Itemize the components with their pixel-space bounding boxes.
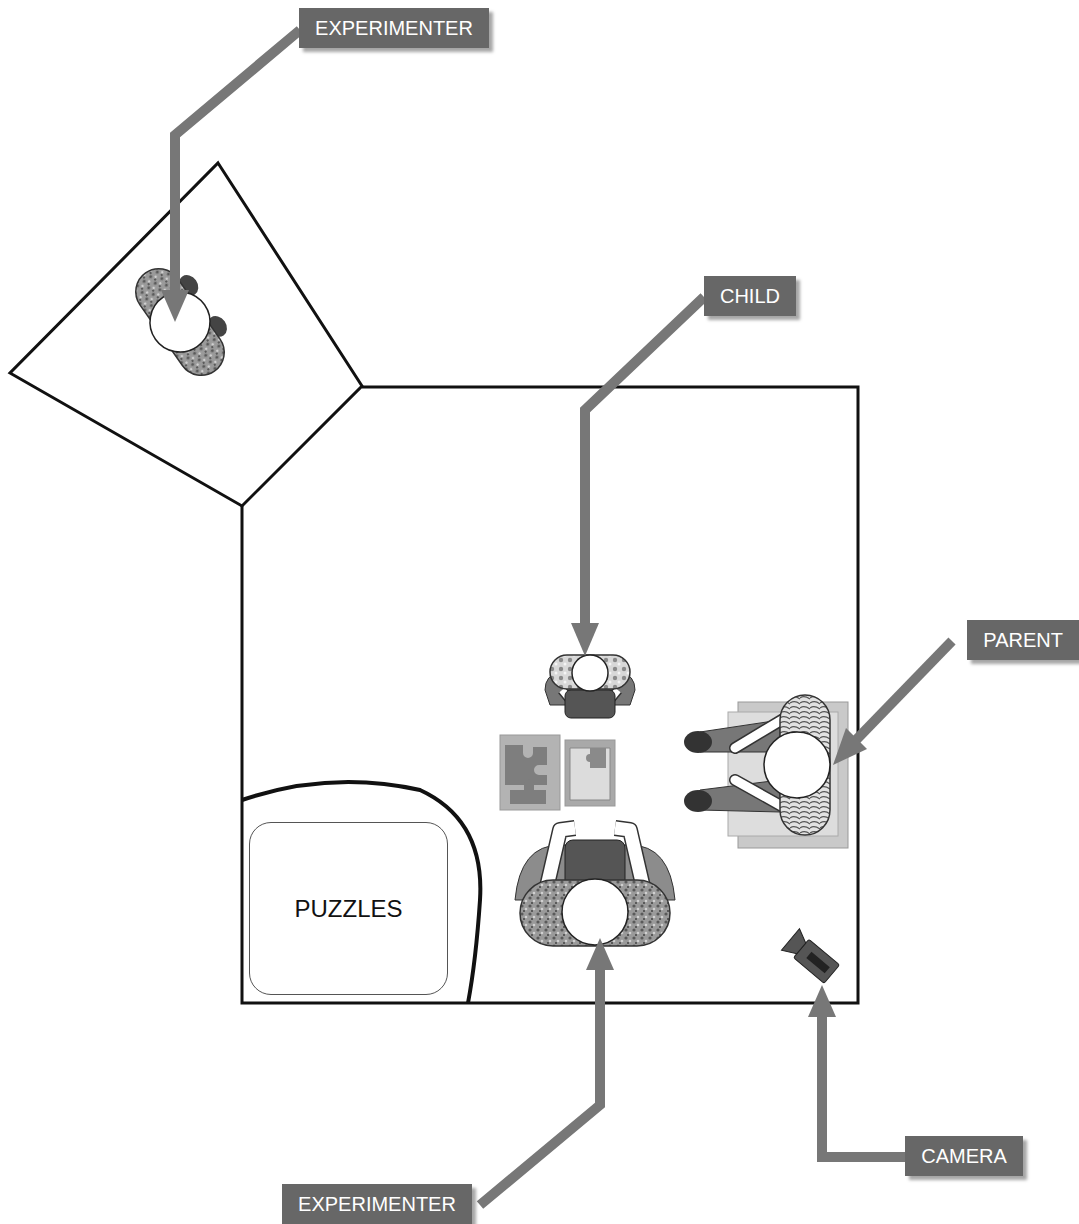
puzzle-storage: PUZZLES [249,822,448,995]
label-text: PARENT [983,629,1063,651]
label-text: PUZZLES [294,895,402,923]
label-text: EXPERIMENTER [298,1193,456,1215]
callout-label: PARENT [967,620,1079,660]
label-text: CAMERA [921,1145,1007,1167]
label-text: CHILD [720,285,780,307]
callout-label: EXPERIMENTER [299,8,489,48]
callout-label: CHILD [704,276,796,316]
callout-label: CAMERA [905,1136,1023,1176]
callout-label: EXPERIMENTER [282,1184,472,1224]
label-text: EXPERIMENTER [315,17,473,39]
